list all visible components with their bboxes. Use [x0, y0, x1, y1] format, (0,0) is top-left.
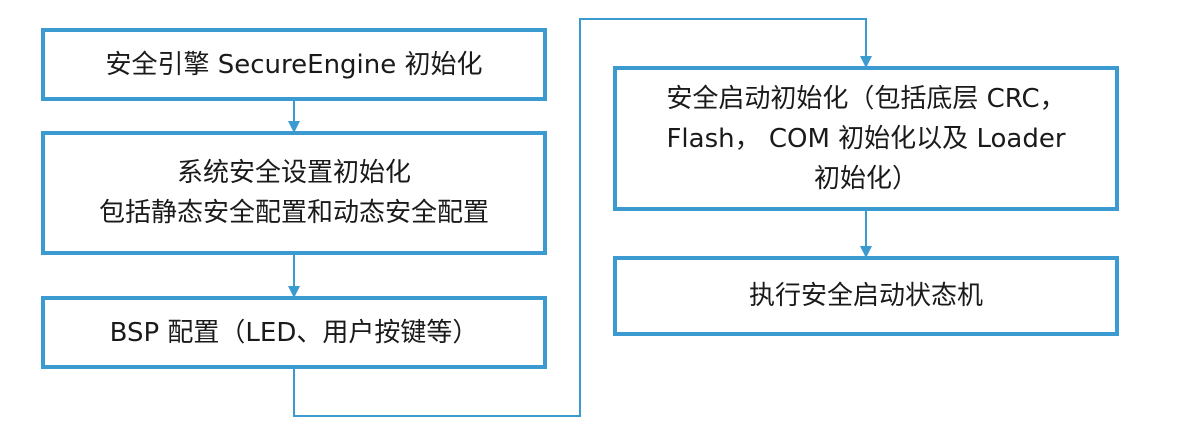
step-text: Flash， COM 初始化以及 Loader: [666, 123, 1066, 154]
step-text: 执行安全启动状态机: [748, 281, 983, 311]
step-text: 包括静态安全配置和动态安全配置: [98, 198, 489, 228]
step-text: 安全引擎 SecureEngine 初始化: [105, 49, 483, 80]
step-text: 初始化）: [813, 163, 918, 194]
step-system-security-init: 系统安全设置初始化 包括静态安全配置和动态安全配置: [41, 131, 547, 255]
step-secure-boot-init: 安全启动初始化（包括底层 CRC， Flash， COM 初始化以及 Loade…: [613, 66, 1119, 211]
step-text: 安全启动初始化（包括底层 CRC，: [666, 83, 1066, 114]
connector-step3-to-step4: [293, 18, 872, 417]
step-text: BSP 配置（LED、用户按键等）: [109, 317, 479, 348]
step-text: 系统安全设置初始化: [176, 158, 411, 188]
step-bsp-config: BSP 配置（LED、用户按键等）: [41, 296, 547, 369]
step-secureengine-init: 安全引擎 SecureEngine 初始化: [41, 28, 547, 101]
step-run-secure-boot-state-machine: 执行安全启动状态机: [613, 256, 1119, 336]
